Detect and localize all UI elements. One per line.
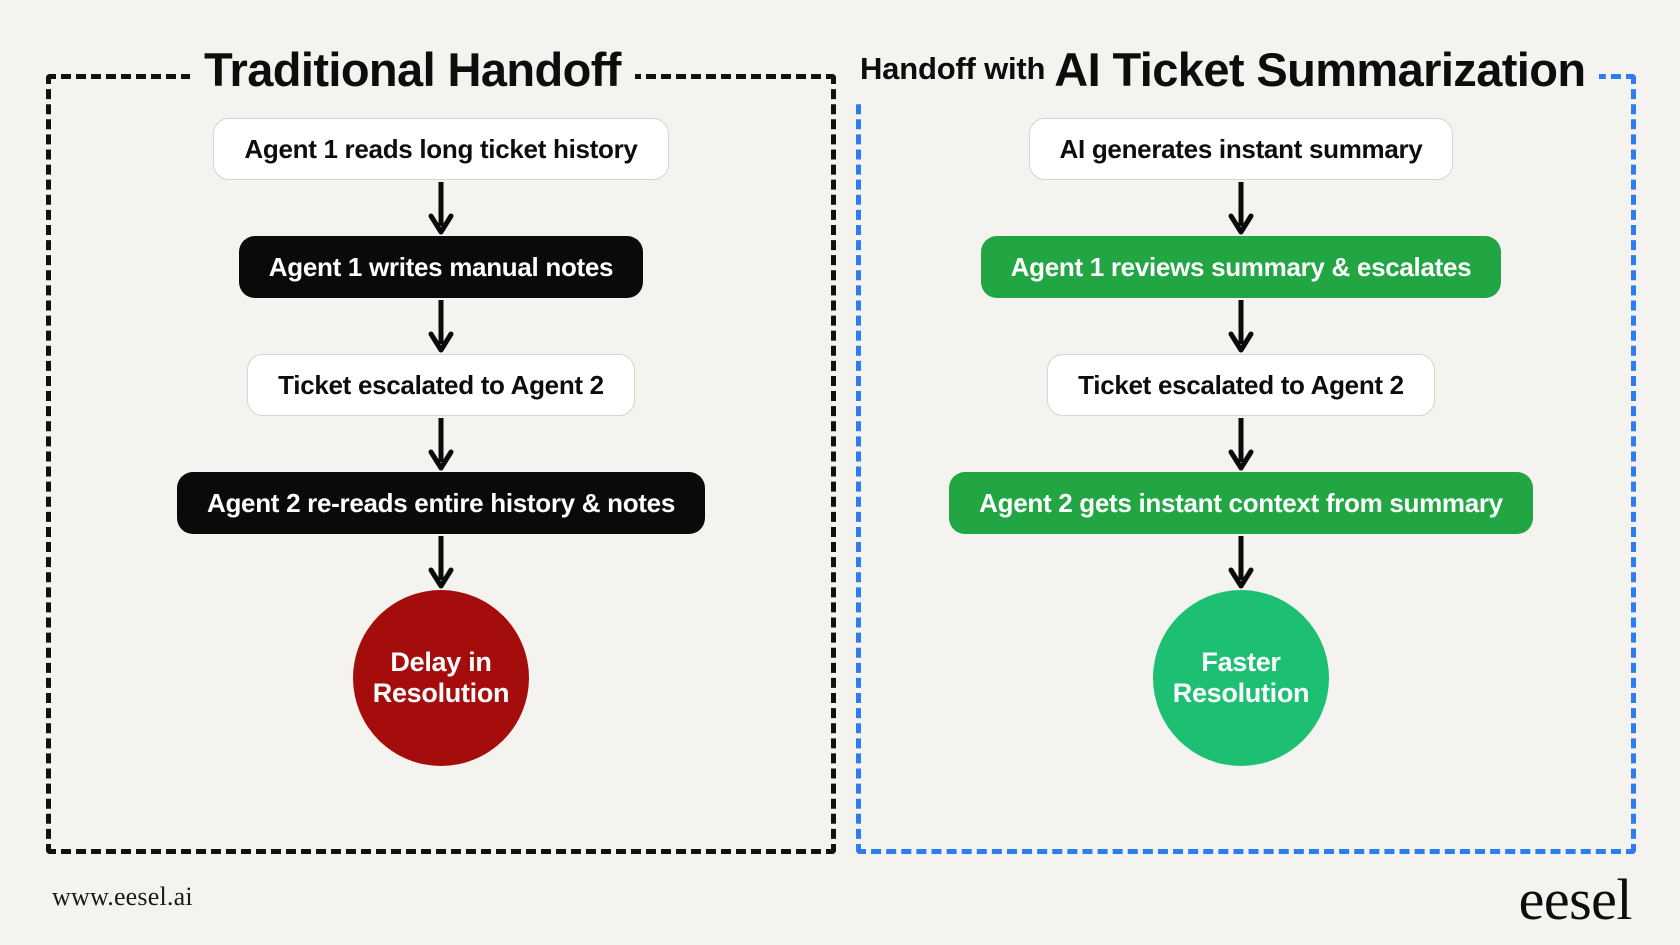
arrow-down-icon	[1228, 536, 1254, 589]
arrow-down-icon	[1228, 418, 1254, 471]
footer-website-url: www.eesel.ai	[52, 882, 193, 911]
flow-node-ai-4: Agent 2 gets instant context from summar…	[949, 472, 1533, 534]
panel-title-ai-summarization: Handoff with AI Ticket Summarization	[846, 38, 1600, 100]
flow-node-traditional-4: Agent 2 re-reads entire history & notes	[177, 472, 705, 534]
outcome-faster-line-2: Resolution	[1172, 678, 1310, 708]
flow-node-ai-1: AI generates instant summary	[1028, 118, 1454, 180]
flow-node-traditional-3: Ticket escalated to Agent 2	[247, 354, 635, 416]
panel-title-traditional: Traditional Handoff	[190, 38, 635, 100]
arrow-down-icon	[1228, 182, 1254, 235]
panel-title-ai-lead: Handoff with	[860, 51, 1046, 86]
outcome-faster-resolution: Faster Resolution	[1153, 590, 1329, 766]
outcome-delay-in-resolution: Delay in Resolution	[353, 590, 529, 766]
flow-node-ai-3: Ticket escalated to Agent 2	[1047, 354, 1435, 416]
arrow-down-icon	[428, 300, 454, 353]
flow-node-traditional-1: Agent 1 reads long ticket history	[213, 118, 669, 180]
arrow-down-icon	[428, 418, 454, 471]
flow-node-traditional-2: Agent 1 writes manual notes	[238, 236, 644, 298]
flow-node-ai-2: Agent 1 reviews summary & escalates	[980, 236, 1502, 298]
arrow-down-icon	[428, 182, 454, 235]
arrow-down-icon	[428, 536, 454, 589]
outcome-delay-line-2: Resolution	[372, 678, 510, 708]
outcome-faster-line-1: Faster	[1201, 646, 1281, 677]
outcome-delay-line-1: Delay in	[390, 646, 492, 677]
brand-logo-eesel: eesel	[1518, 867, 1633, 932]
panel-title-traditional-main: Traditional Handoff	[204, 42, 621, 96]
arrow-down-icon	[1228, 300, 1254, 353]
flow-traditional-handoff: Agent 1 reads long ticket history Agent …	[46, 118, 836, 766]
panel-title-ai-main: AI Ticket Summarization	[1054, 42, 1586, 96]
flow-ai-summarization: AI generates instant summary Agent 1 rev…	[846, 118, 1636, 766]
